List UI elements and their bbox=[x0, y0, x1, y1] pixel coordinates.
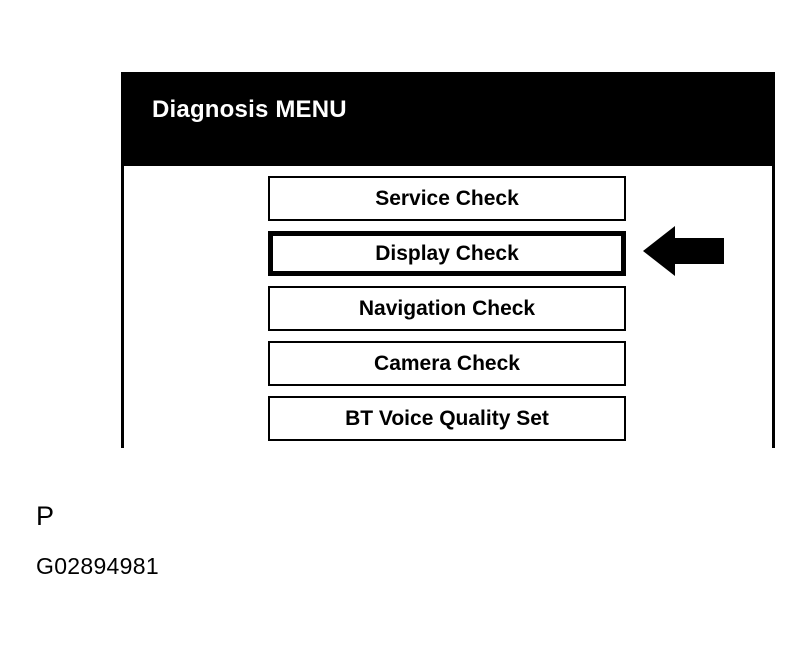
diagnosis-menu-screen: Diagnosis MENU Service Check Display Che… bbox=[121, 72, 775, 451]
menu-item-service-check[interactable]: Service Check bbox=[268, 176, 626, 221]
menu-item-display-check[interactable]: Display Check bbox=[268, 231, 626, 276]
menu-item-navigation-check[interactable]: Navigation Check bbox=[268, 286, 626, 331]
caption-marker: P bbox=[36, 501, 55, 531]
page-title: Diagnosis MENU bbox=[152, 96, 347, 123]
screen-title-bar: Diagnosis MENU bbox=[124, 75, 772, 166]
menu-item-camera-check[interactable]: Camera Check bbox=[268, 341, 626, 386]
arrow-left-icon bbox=[643, 226, 724, 276]
figure-code: G02894981 bbox=[36, 553, 159, 579]
diagnosis-menu-list: Service Check Display Check Navigation C… bbox=[124, 166, 772, 451]
menu-item-bt-voice-quality-set[interactable]: BT Voice Quality Set bbox=[268, 396, 626, 441]
